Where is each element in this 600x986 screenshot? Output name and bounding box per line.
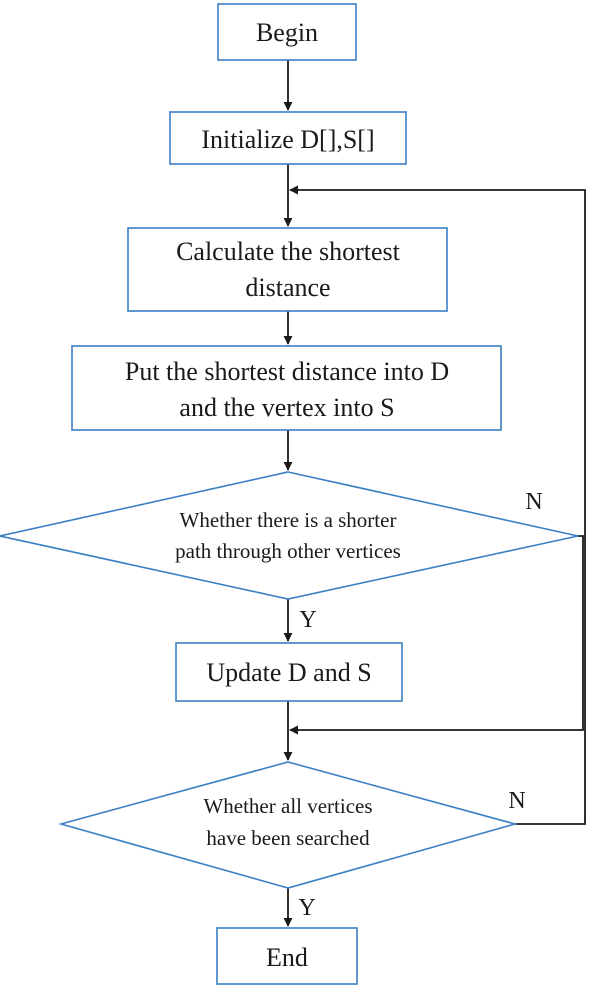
loop-all-searched-no [289,185,586,825]
end-node: End [216,927,358,985]
put-node: Put the shortest distance into D and the… [71,345,502,431]
begin-node: Begin [217,3,357,61]
calculate-label-line2: distance [245,273,330,302]
all-searched-label-line1: Whether all vertices [203,794,372,818]
shorter-path-yes-label: Y [299,607,316,633]
calculate-node: Calculate the shortest distance [127,227,448,312]
end-label: End [266,943,308,972]
all-searched-decision: Whether all vertices have been searched [58,761,518,889]
initialize-label: Initialize D[],S[] [201,125,374,154]
all-searched-yes-label: Y [298,895,315,921]
all-searched-no-label: N [508,788,525,814]
shorter-path-no-label: N [525,489,542,515]
begin-label: Begin [256,18,318,47]
calculate-label-line1: Calculate the shortest [176,237,401,266]
update-label: Update D and S [206,658,371,687]
put-label-line2: and the vertex into S [179,393,394,422]
shorter-path-label-line1: Whether there is a shorter [180,508,397,532]
put-label-line1: Put the shortest distance into D [125,357,449,386]
loop-shorter-path-no [289,535,584,735]
shorter-path-label-line2: path through other vertices [175,539,401,563]
shorter-path-decision: Whether there is a shorter path through … [0,471,579,600]
initialize-node: Initialize D[],S[] [169,111,407,165]
all-searched-label-line2: have been searched [206,826,370,850]
update-node: Update D and S [175,642,403,702]
